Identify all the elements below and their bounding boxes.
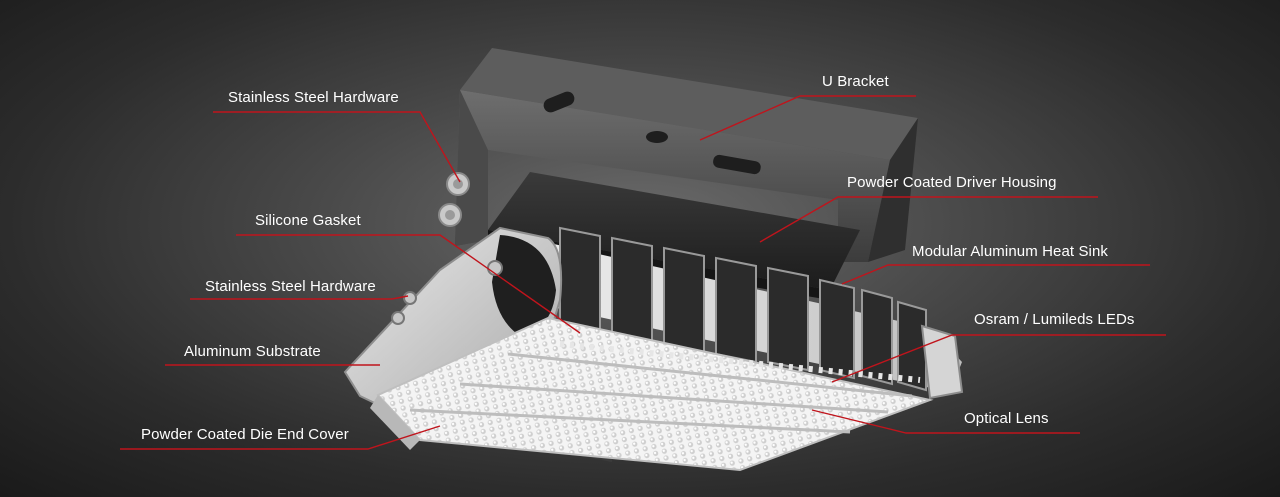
label-aluminum-substrate: Aluminum Substrate <box>184 343 321 360</box>
label-osram-lumileds-leds: Osram / Lumileds LEDs <box>974 311 1135 328</box>
label-stainless-steel-hardware-bottom: Stainless Steel Hardware <box>205 278 376 295</box>
label-powder-coated-die-end-cover: Powder Coated Die End Cover <box>141 426 349 443</box>
u-bracket-shape <box>455 48 918 262</box>
leader-lines <box>120 95 1166 450</box>
label-powder-coated-driver-housing: Powder Coated Driver Housing <box>847 174 1057 191</box>
label-u-bracket: U Bracket <box>822 73 889 90</box>
end-cap-shape <box>343 226 563 422</box>
label-optical-lens: Optical Lens <box>964 410 1049 427</box>
label-stainless-steel-hardware-top: Stainless Steel Hardware <box>228 89 399 106</box>
label-modular-aluminum-heat-sink: Modular Aluminum Heat Sink <box>912 243 1109 260</box>
label-silicone-gasket: Silicone Gasket <box>255 212 361 229</box>
optical-lens-shape <box>370 316 934 472</box>
